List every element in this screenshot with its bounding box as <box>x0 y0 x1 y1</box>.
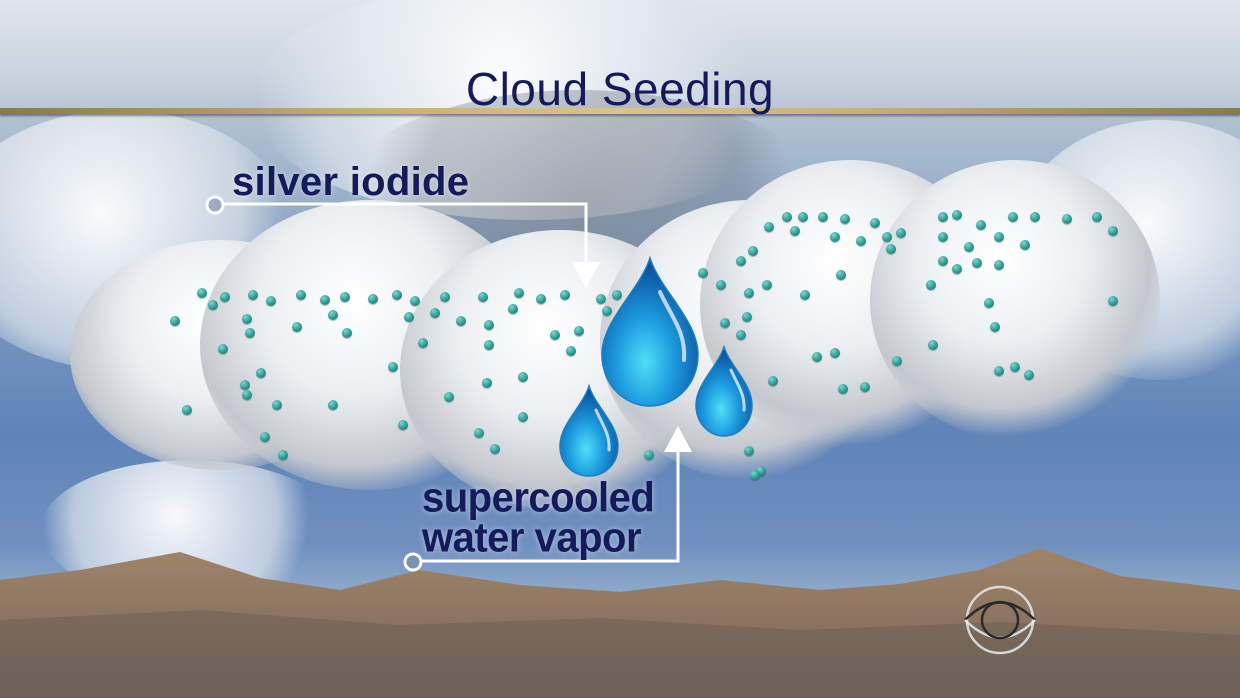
water-vapor-line: water vapor <box>422 514 642 562</box>
droplet-icon <box>559 383 619 477</box>
silver-iodide-arrow <box>205 195 600 288</box>
arrow-down-icon <box>572 262 600 288</box>
droplet-icon <box>601 255 699 407</box>
supercooled-line: supercooled <box>422 474 655 522</box>
supercooled-water-vapor-label: supercooled water vapor <box>422 474 655 562</box>
droplet-icon <box>695 344 753 437</box>
page-title: Cloud Seeding <box>465 63 775 115</box>
silver-iodide-label: silver iodide <box>232 160 470 204</box>
water-vapor-arrow <box>403 426 692 572</box>
cbs-eye-logo-icon <box>964 585 1036 655</box>
arrow-up-icon <box>664 426 692 452</box>
title-divider <box>0 108 1240 114</box>
mountains <box>0 548 1240 698</box>
